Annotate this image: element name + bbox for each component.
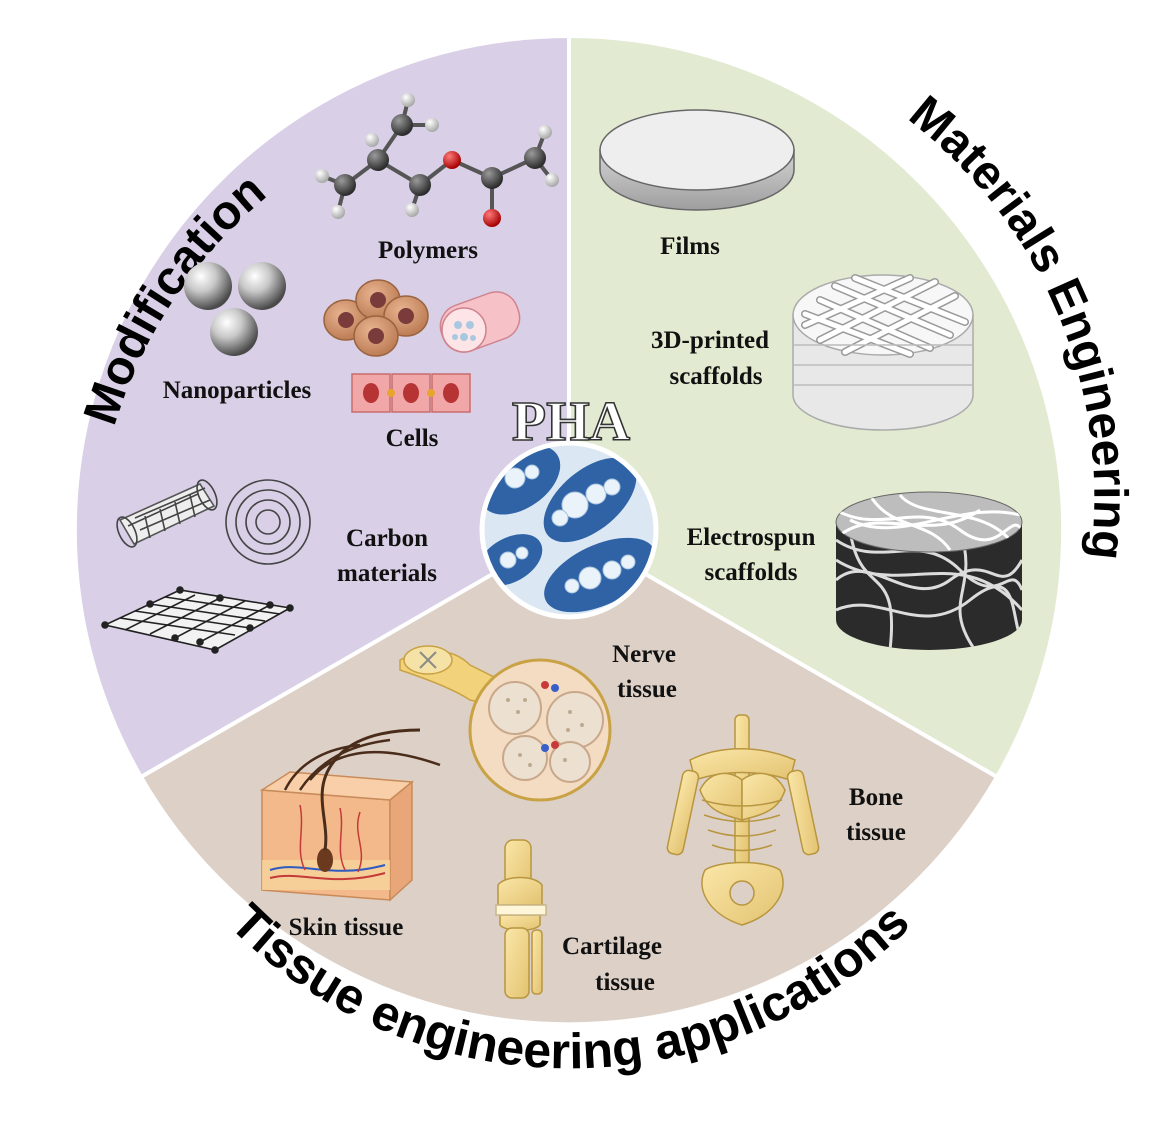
carbon-materials-label-line2: materials [337, 560, 437, 587]
nanoparticles-label: Nanoparticles [163, 377, 312, 404]
nanoparticles-icon [184, 262, 286, 356]
nerve-tissue-label-line2: tissue [617, 676, 677, 703]
modification-sector [72, 33, 571, 780]
polymer-molecule-icon [315, 93, 559, 227]
bone-tissue-label-line2: tissue [846, 819, 906, 846]
bone-tissue-label-line1: Bone [849, 784, 903, 811]
electrospun-scaffold-label-line1: Electrospun [687, 524, 816, 551]
films-label: Films [660, 233, 720, 260]
printed-scaffold-icon [792, 274, 974, 431]
electrospun-scaffold-icon [835, 491, 1023, 650]
knee-joint-icon [495, 839, 547, 999]
printed-scaffold-label-line1: 3D-printed [651, 327, 769, 354]
electrospun-scaffold-label-line2: scaffolds [704, 559, 797, 586]
cartilage-tissue-label-line1: Cartilage [562, 933, 662, 960]
skin-tissue-label: Skin tissue [289, 914, 404, 941]
cartilage-tissue-label-line2: tissue [595, 969, 655, 996]
nerve-tissue-icon [399, 645, 612, 802]
cells-label: Cells [386, 425, 439, 452]
pha-title: PHA [512, 391, 631, 453]
nerve-tissue-label-line1: Nerve [612, 641, 676, 668]
skeleton-icon [666, 714, 820, 926]
graphene-sheet-icon [101, 586, 294, 654]
skin-block-icon [259, 728, 441, 902]
carbon-nanotube-icon [116, 479, 218, 548]
carbon-materials-label-line1: Carbon [346, 525, 428, 552]
cells-icon [323, 279, 521, 413]
pha-micrograph-icon [479, 440, 659, 620]
carbon-nanoring-icon [225, 479, 311, 565]
film-disc-icon [599, 109, 795, 211]
polymers-label: Polymers [378, 237, 478, 264]
printed-scaffold-label-line2: scaffolds [669, 363, 762, 390]
